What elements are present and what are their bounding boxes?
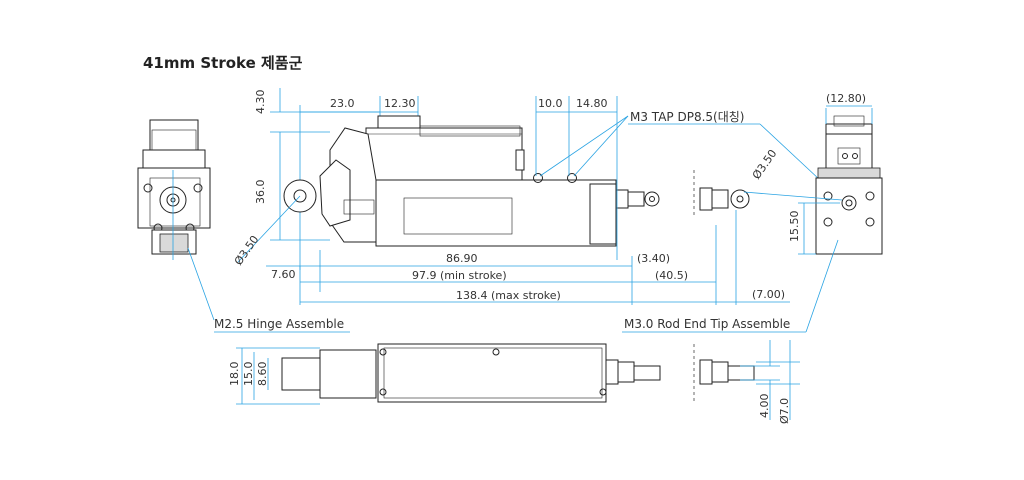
dim-23-0: 23.0 (330, 97, 355, 110)
dim-86-90: 86.90 (446, 252, 478, 265)
dim-10-0: 10.0 (538, 97, 563, 110)
dim-4-00: 4.00 (758, 394, 771, 419)
dim-dia-3-50-left: Ø3.50 (232, 233, 262, 268)
dim-dia-3-50-right: Ø3.50 (750, 147, 780, 182)
dim-4-30: 4.30 (254, 90, 267, 115)
left-end-view (137, 119, 211, 260)
main-side-view (237, 88, 821, 305)
callout-rod-end-assemble: M3.0 Rod End Tip Assemble (624, 317, 790, 331)
dim-40-5: (40.5) (655, 269, 688, 282)
dim-7-60: 7.60 (271, 268, 296, 281)
dim-36-0: 36.0 (254, 180, 267, 205)
drawing-title: 41mm Stroke 제품군 (143, 54, 303, 72)
dim-97-9: 97.9 (min stroke) (412, 269, 507, 282)
dim-138-4: 138.4 (max stroke) (456, 289, 561, 302)
dim-3-40: (3.40) (637, 252, 670, 265)
dim-14-80: 14.80 (576, 97, 608, 110)
dim-12-30: 12.30 (384, 97, 416, 110)
dim-12-80: (12.80) (826, 92, 866, 105)
dim-8-60: 8.60 (256, 362, 269, 387)
right-end-view (743, 105, 883, 255)
dim-dia-7-0: Ø7.0 (778, 398, 791, 424)
dim-7-00: (7.00) (752, 288, 785, 301)
bottom-top-view (187, 239, 839, 420)
callout-m3-tap: M3 TAP DP8.5(대칭) (630, 110, 744, 124)
callout-hinge-assemble: M2.5 Hinge Assemble (214, 317, 344, 331)
dim-15-0: 15.0 (242, 362, 255, 387)
dim-18-0: 18.0 (228, 362, 241, 387)
dim-15-50: 15.50 (788, 211, 801, 243)
